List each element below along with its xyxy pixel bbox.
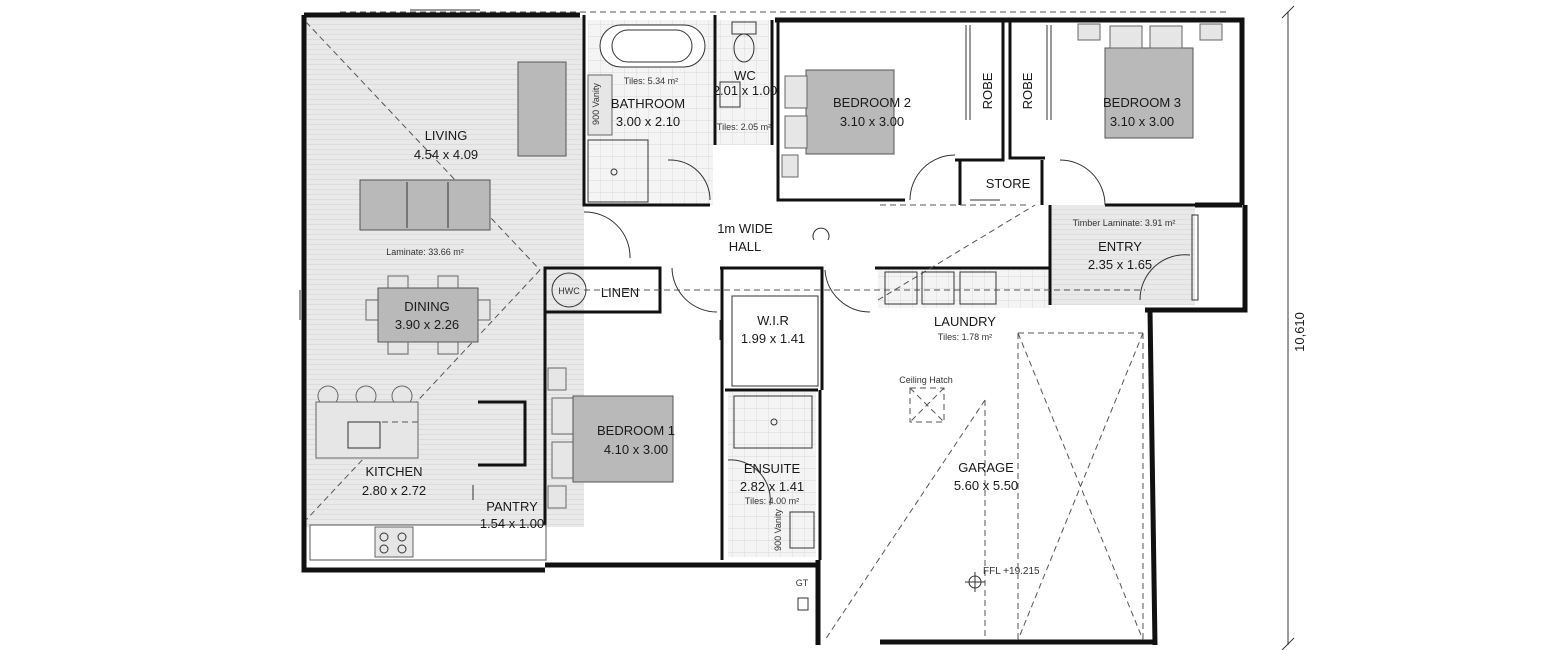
ceiling-hatch-label: Ceiling Hatch [899, 375, 953, 385]
ensuite-shower-icon [733, 395, 813, 449]
bedroom2-size: 3.10 x 3.00 [840, 114, 904, 129]
sofa-armchair-icon [517, 61, 567, 157]
bedroom3-size: 3.10 x 3.00 [1110, 114, 1174, 129]
hall-floor [1050, 205, 1195, 305]
dashed-guides [305, 11, 1230, 641]
entry-label: ENTRY [1098, 239, 1142, 254]
store-label: STORE [986, 176, 1031, 191]
ceiling-light-icon [812, 227, 830, 241]
overall-dimension: 10,610 [1292, 312, 1307, 352]
hall-label-1: 1m WIDE [717, 221, 773, 236]
wir-size: 1.99 x 1.41 [741, 331, 805, 346]
ensuite-size: 2.82 x 1.41 [740, 479, 804, 494]
dining-table-icon [365, 275, 491, 355]
robe-label-2: ROBE [1020, 72, 1035, 109]
entry-door-panel [1191, 214, 1199, 301]
bathroom-size: 3.00 x 2.10 [616, 114, 680, 129]
entry-size: 2.35 x 1.65 [1088, 257, 1152, 272]
entry-laminate: Timber Laminate: 3.91 m² [1073, 218, 1176, 228]
sofa-icon [359, 179, 491, 231]
cooktop-icon [374, 526, 414, 558]
ffl-marker-icon [965, 572, 985, 592]
hwc-label: HWC [558, 286, 580, 296]
pantry-size: 1.54 x 1.00 [480, 516, 544, 531]
bed-icon-3 [1077, 23, 1223, 139]
gas-meter-icon [797, 597, 809, 611]
dining-label: DINING [404, 299, 450, 314]
vanity-icon [587, 74, 613, 136]
dining-size: 3.90 x 2.26 [395, 317, 459, 332]
wir-shelf [731, 295, 819, 387]
dimension-line [1281, 5, 1295, 650]
laundry-tub-icon [884, 271, 997, 305]
ceiling-hatch-icon [909, 387, 945, 423]
toilet-icon [731, 21, 757, 63]
kitchen-label: KITCHEN [365, 464, 422, 479]
shower-icon [587, 139, 649, 203]
robe-label-1: ROBE [980, 72, 995, 109]
kitchen-counter [309, 524, 547, 561]
kitchen-size: 2.80 x 2.72 [362, 483, 426, 498]
bed-icon [781, 69, 895, 178]
bathroom-vanity: 900 Vanity [591, 83, 601, 125]
ensuite-label: ENSUITE [744, 461, 801, 476]
doors [583, 154, 1191, 506]
bedroom1-size: 4.10 x 3.00 [604, 442, 668, 457]
wc-label: WC [734, 68, 756, 83]
robe-doors [965, 25, 1052, 120]
hall-label-2: HALL [729, 239, 762, 254]
garage-label: GARAGE [958, 460, 1014, 475]
garage-size: 5.60 x 5.50 [954, 478, 1018, 493]
linen-label: LINEN [601, 285, 639, 300]
hwc-cylinder-icon [551, 272, 587, 308]
bedroom2-label: BEDROOM 2 [833, 95, 911, 110]
bathroom-tiles: Tiles: 5.34 m² [624, 76, 678, 86]
interior-walls [478, 15, 1195, 560]
gt-label: GT [796, 578, 809, 588]
living-size: 4.54 x 4.09 [414, 147, 478, 162]
ensuite-vanity-icon [789, 511, 815, 549]
living-label: LIVING [425, 128, 468, 143]
kitchen-bench-icon [315, 385, 419, 459]
bedroom1-label: BEDROOM 1 [597, 423, 675, 438]
pantry-label: PANTRY [486, 499, 538, 514]
exterior-walls [301, 12, 1248, 646]
laundry-tiles: Tiles: 1.78 m² [938, 332, 992, 342]
laundry-floor [878, 268, 1050, 308]
wc-size: 2.01 x 1.00 [713, 83, 777, 98]
wir-label: W.I.R [757, 313, 789, 328]
wc-basin-icon [719, 81, 741, 108]
bedroom3-label: BEDROOM 3 [1103, 95, 1181, 110]
ensuite-tiles: Tiles: 4.00 m² [745, 496, 799, 506]
ffl-label: FFL +19.215 [983, 566, 1040, 577]
laundry-label: LAUNDRY [934, 314, 996, 329]
wc-tiles: Tiles: 2.05 m² [717, 122, 771, 132]
laminate-note: Laminate: 33.66 m² [386, 247, 464, 257]
bathtub-icon [599, 24, 706, 68]
bathroom-label: BATHROOM [611, 96, 685, 111]
bed-icon-1 [547, 367, 674, 509]
ensuite-vanity: 900 Vanity [773, 509, 783, 551]
